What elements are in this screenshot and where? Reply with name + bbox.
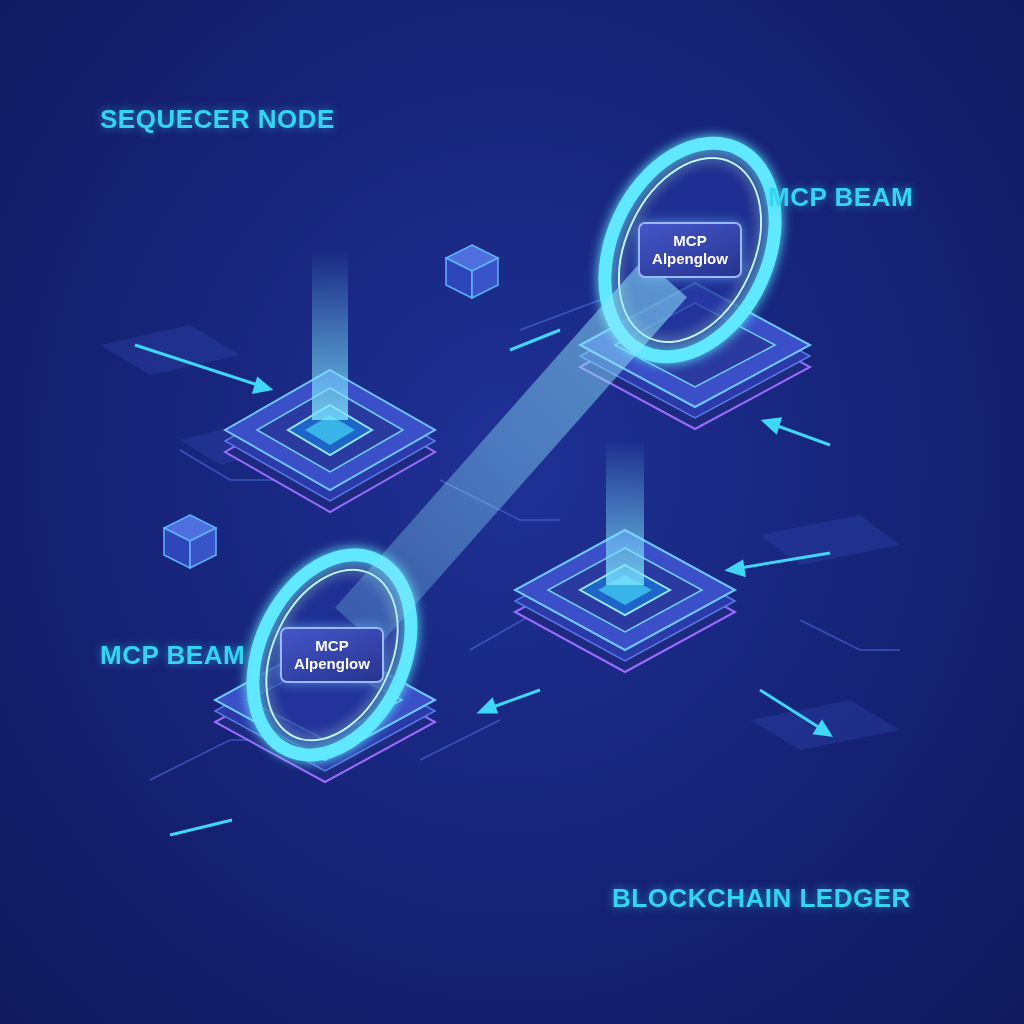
circuit-lines bbox=[150, 300, 900, 780]
cube-icon bbox=[446, 258, 472, 298]
flow-arrows bbox=[728, 562, 744, 575]
flow-arrows bbox=[775, 425, 830, 445]
light-column bbox=[312, 250, 644, 585]
flow-arrows bbox=[510, 330, 560, 350]
backdrop-panels bbox=[760, 515, 900, 565]
light-column bbox=[606, 440, 644, 585]
backdrop-panels bbox=[100, 325, 900, 750]
platform bbox=[215, 283, 810, 782]
flow-arrows bbox=[170, 820, 232, 835]
chip-card: MCP Alpenglow bbox=[638, 222, 742, 278]
circuit-lines bbox=[150, 740, 250, 780]
chip-label: MCP Alpenglow bbox=[646, 232, 734, 268]
chip-card: MCP Alpenglow bbox=[280, 627, 384, 683]
diagram-label: MCP BEAM bbox=[100, 640, 245, 671]
diagram-label: SEQUECER NODE bbox=[100, 104, 335, 135]
flow-arrows bbox=[254, 379, 270, 392]
backdrop-panels bbox=[750, 700, 900, 750]
flow-arrows bbox=[815, 722, 830, 735]
flow-arrows bbox=[480, 700, 496, 712]
cube-icon bbox=[164, 528, 190, 568]
cube-icon bbox=[190, 528, 216, 568]
chip-label: MCP Alpenglow bbox=[288, 637, 376, 673]
flow-arrows bbox=[135, 345, 258, 385]
circuit-lines bbox=[800, 620, 900, 650]
diagram-label: MCP BEAM bbox=[768, 182, 913, 213]
flow-arrows bbox=[760, 690, 820, 728]
flow-arrows bbox=[490, 690, 540, 708]
mcp-beam bbox=[357, 278, 665, 627]
portal-ring bbox=[222, 116, 808, 781]
light-column bbox=[312, 250, 348, 420]
cube-icon bbox=[472, 258, 498, 298]
flow-arrows bbox=[740, 553, 830, 568]
backdrop-panels bbox=[100, 325, 240, 375]
flow-arrows bbox=[764, 419, 780, 432]
diagram-label: BLOCKCHAIN LEDGER bbox=[612, 883, 911, 914]
circuit-lines bbox=[420, 720, 500, 760]
